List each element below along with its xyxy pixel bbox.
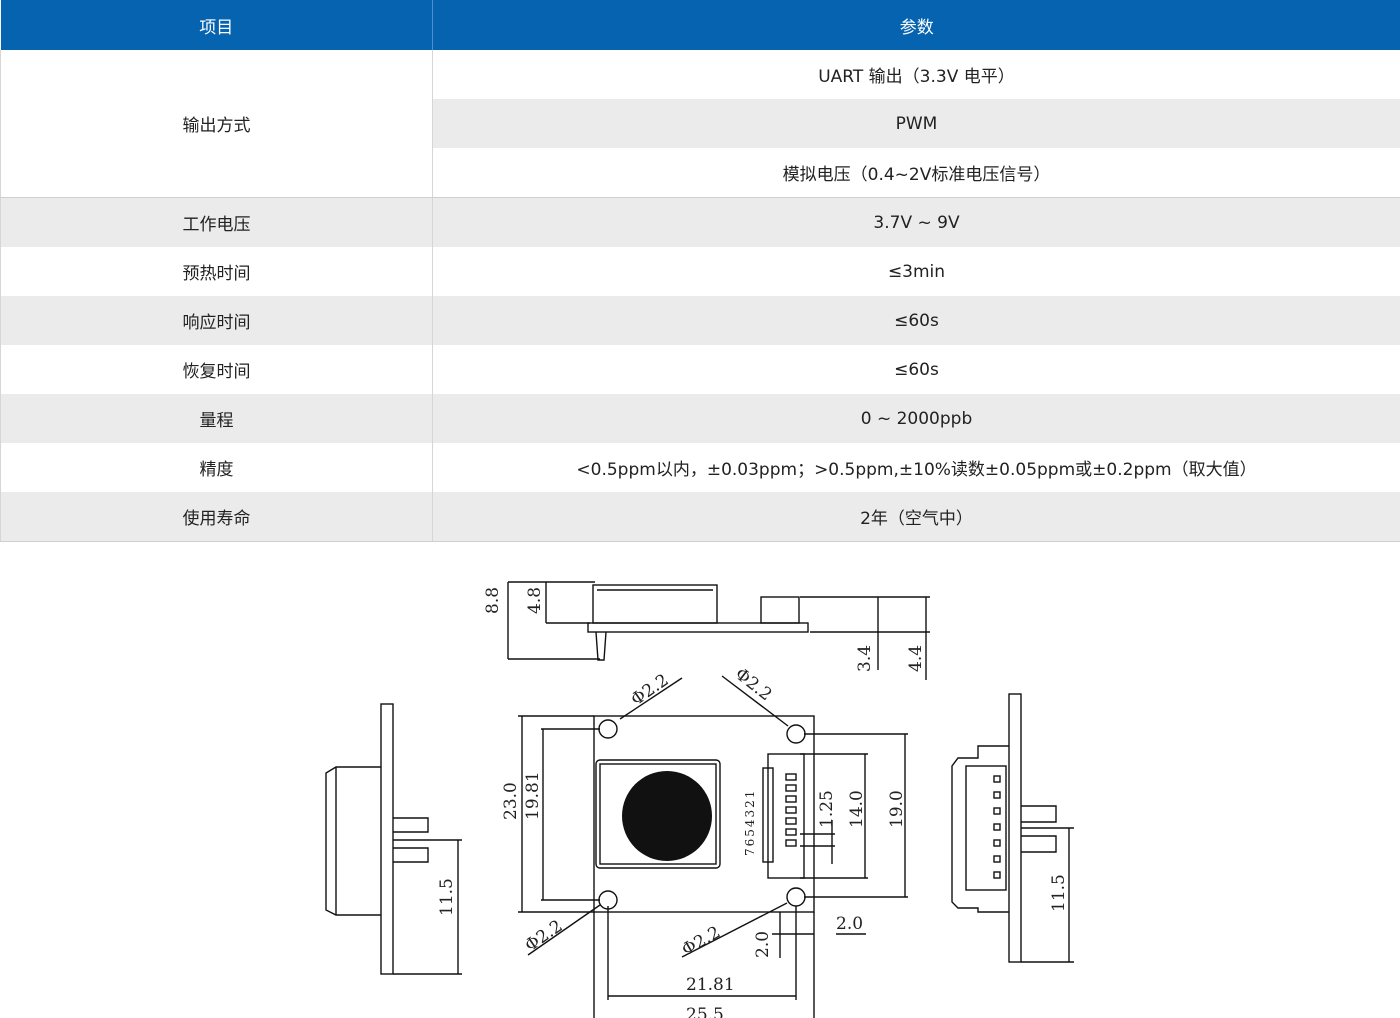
- dim-14-0: 14.0: [847, 790, 867, 828]
- dim-8-8: 8.8: [483, 587, 503, 614]
- right-side-view: [951, 693, 1074, 963]
- dimension-drawing: 8.8 4.8 3.4 4.4: [325, 581, 1074, 1018]
- row-label-preheat: 预热时间: [0, 247, 433, 296]
- output-analog: 模拟电压（0.4~2V标准电压信号）: [432, 148, 1400, 198]
- hole-label-bl: Φ2.2: [521, 916, 566, 956]
- row-label-response: 响应时间: [0, 296, 433, 345]
- board-outline: [518, 675, 908, 1018]
- dim-2-0-horizontal: 2.0: [836, 914, 863, 934]
- row-value-range: 0 ~ 2000ppb: [432, 394, 1400, 443]
- dim-3-4: 3.4: [855, 645, 875, 672]
- row-value-preheat: ≤3min: [432, 247, 1400, 296]
- pin-numbers: 7654321: [743, 789, 757, 856]
- hole-label-tl: Φ2.2: [627, 670, 672, 710]
- dim-21-81: 21.81: [686, 975, 735, 995]
- output-pwm: PWM: [432, 99, 1400, 148]
- side-profile-top: [507, 581, 930, 680]
- row-value-accuracy: <0.5ppm以内，±0.03ppm；>0.5ppm,±10%读数±0.05pp…: [432, 443, 1400, 492]
- connector-pins: [785, 773, 797, 847]
- row-label-range: 量程: [0, 394, 433, 443]
- row-value-lifetime: 2年（空气中）: [432, 492, 1400, 542]
- right-connector-pins: [993, 775, 1001, 879]
- dim-19-0: 19.0: [887, 790, 907, 828]
- row-value-response: ≤60s: [432, 296, 1400, 345]
- hole-label-br: Φ2.2: [679, 923, 724, 961]
- row-label-voltage: 工作电压: [0, 197, 433, 247]
- dim-left-11-5: 11.5: [437, 878, 457, 916]
- dim-4-4: 4.4: [906, 645, 926, 672]
- dim-1-25: 1.25: [817, 790, 837, 828]
- header-param: 参数: [432, 0, 1400, 50]
- row-value-recovery: ≤60s: [432, 345, 1400, 394]
- sensor-window: [622, 771, 712, 861]
- row-label-accuracy: 精度: [0, 443, 433, 492]
- spec-table: 项目 参数 输出方式 UART 输出（3.3V 电平） PWM 模拟电压（0.4…: [0, 0, 1400, 542]
- output-uart: UART 输出（3.3V 电平）: [432, 50, 1400, 99]
- dim-19-81: 19.81: [523, 771, 543, 820]
- dim-4-8: 4.8: [525, 587, 545, 614]
- header-item: 项目: [0, 0, 433, 50]
- row-label-output-mode: 输出方式: [0, 50, 433, 198]
- row-label-recovery: 恢复时间: [0, 345, 433, 394]
- dim-2-0-vertical: 2.0: [753, 931, 773, 958]
- left-side-view: [325, 703, 462, 975]
- dim-right-11-5: 11.5: [1049, 874, 1069, 912]
- dim-25-5: 25.5: [686, 1005, 724, 1018]
- dim-23-0: 23.0: [501, 782, 521, 820]
- row-value-voltage: 3.7V ~ 9V: [432, 197, 1400, 247]
- row-label-lifetime: 使用寿命: [0, 492, 433, 542]
